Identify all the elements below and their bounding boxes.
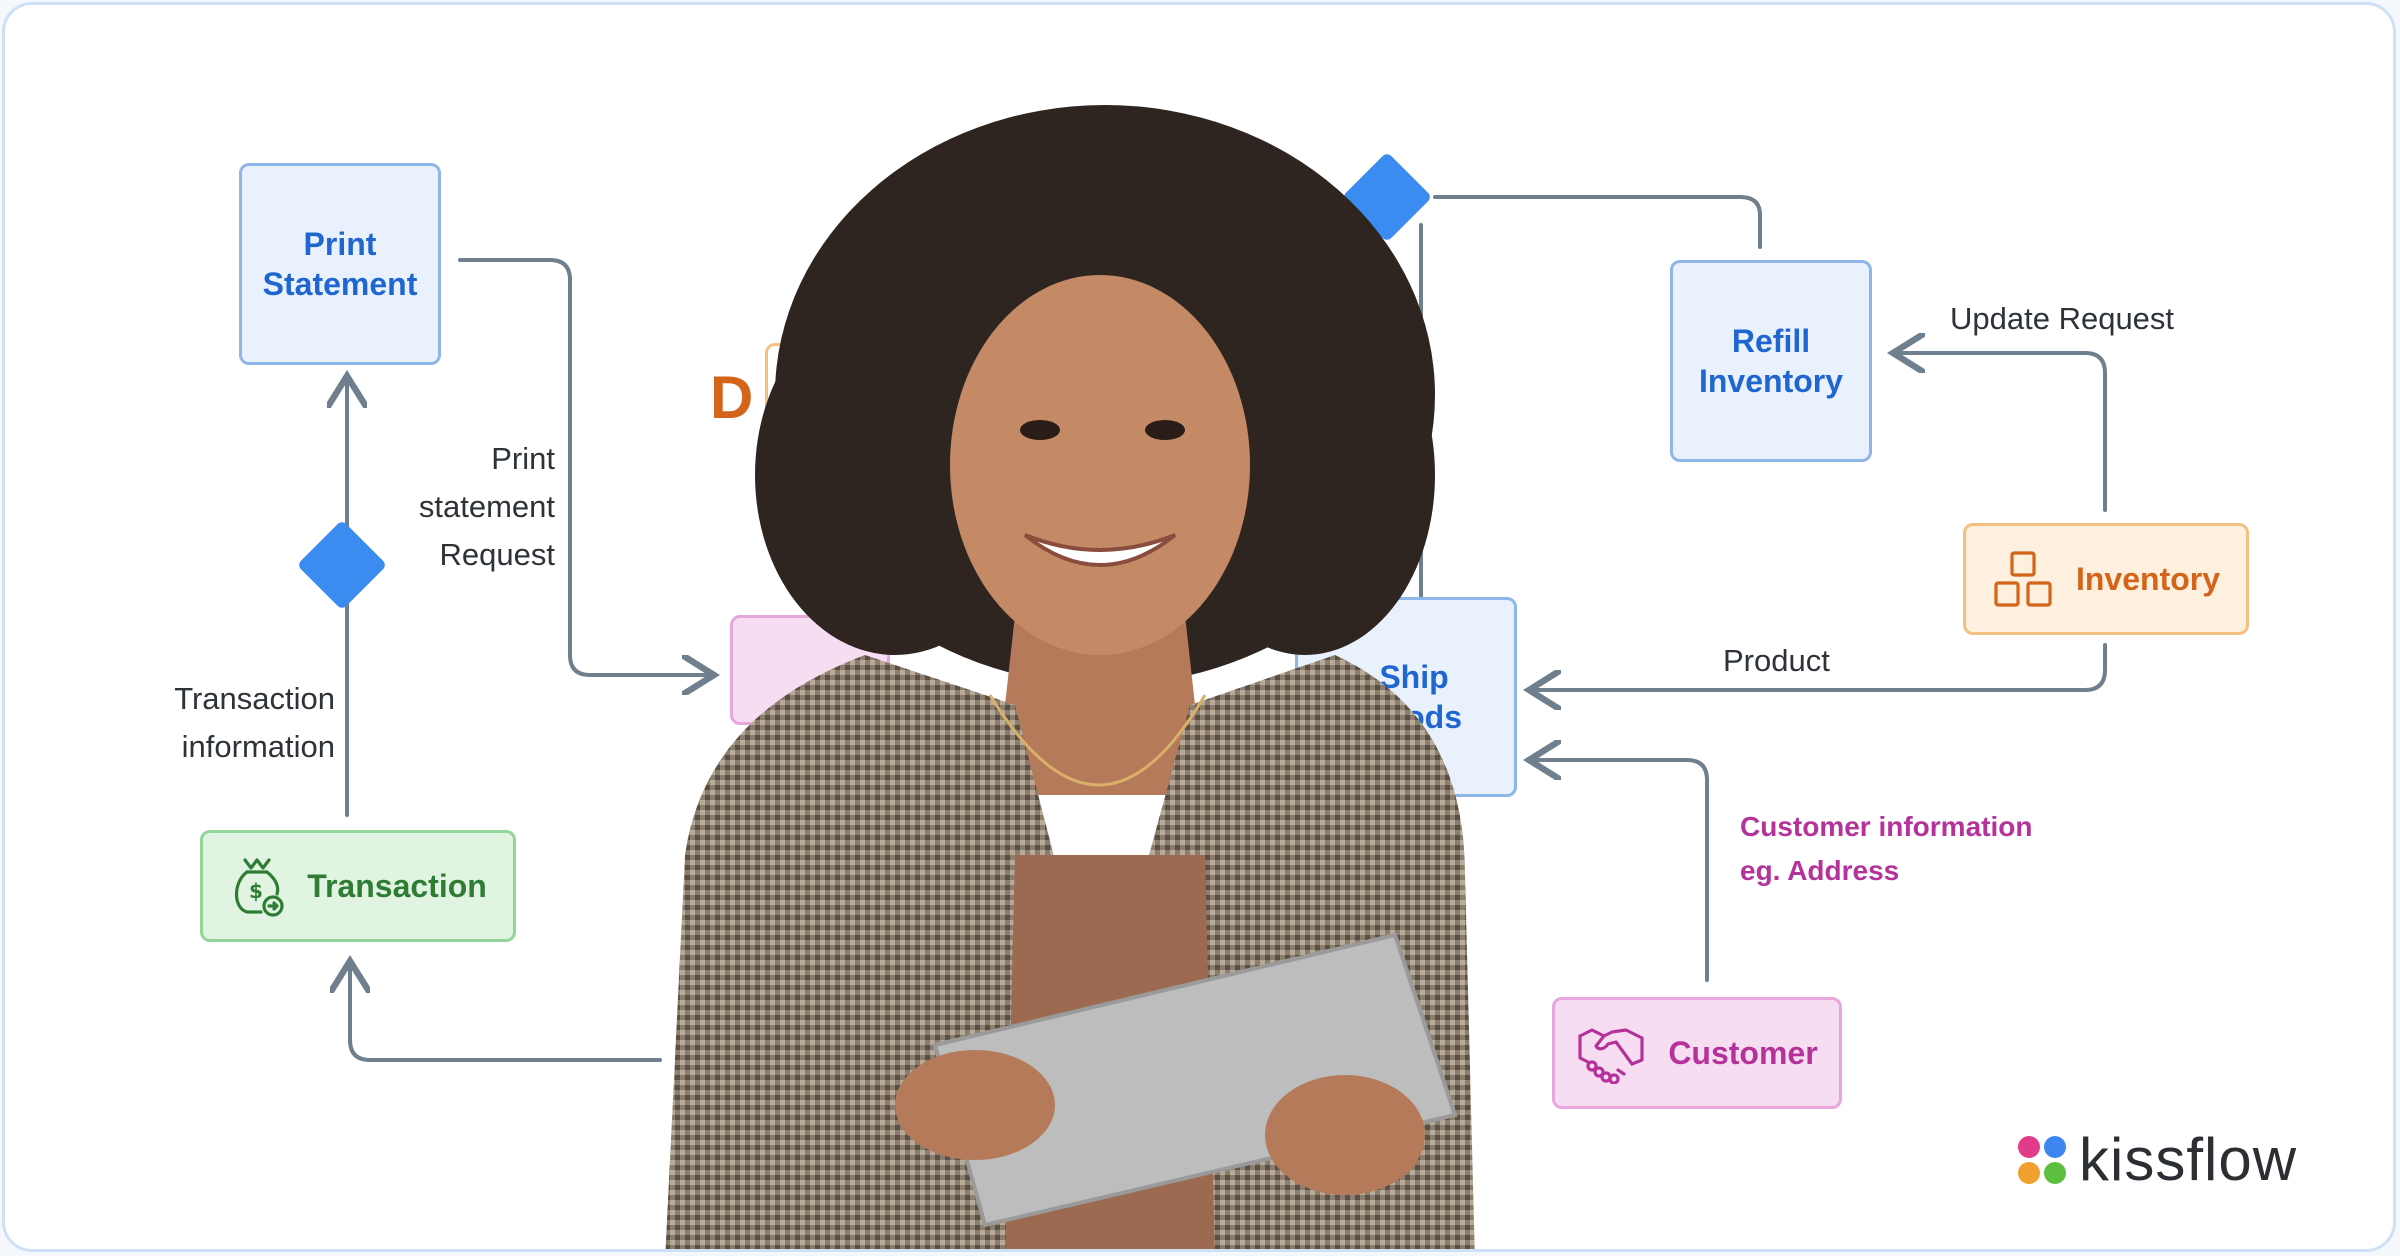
- node-refill-inventory-label: Refill Inventory: [1698, 323, 1844, 399]
- node-transaction[interactable]: $ Transaction: [200, 830, 516, 942]
- node-transaction-label: Transaction: [307, 868, 487, 904]
- node-inventory-label: Inventory: [2075, 561, 2221, 597]
- label-customer-info-line-1: Customer information: [1740, 811, 2033, 842]
- label-customer-info: Customer information eg. Address: [1740, 805, 2032, 893]
- edge-update-request: [1897, 353, 2107, 512]
- edge-product: [1533, 643, 2107, 690]
- edge-refill-to-diamond: [1433, 195, 1762, 249]
- label-print-request-line-2: statement: [418, 489, 555, 524]
- label-print-request-line-1: Print: [491, 441, 555, 476]
- node-customer[interactable]: Customer: [1552, 997, 1842, 1109]
- label-print-request: Print statement Request: [365, 435, 555, 579]
- money-bag-icon: $: [229, 854, 285, 918]
- kissflow-logo: kissflow: [2015, 1125, 2297, 1194]
- kissflow-logo-icon: [2018, 1135, 2066, 1184]
- label-print-request-line-3: Request: [439, 537, 555, 572]
- node-print-statement-label: Print Statement: [262, 226, 418, 302]
- partial-d-label: D: [710, 364, 754, 431]
- node-inventory[interactable]: Inventory: [1963, 523, 2249, 635]
- brand-name: kissflow: [2079, 1126, 2298, 1193]
- label-customer-info-line-2: eg. Address: [1740, 855, 1900, 886]
- label-transaction-info: Transaction information: [135, 675, 335, 771]
- connector-lines: [5, 195, 2107, 1062]
- handshake-icon: [1576, 1022, 1646, 1084]
- node-customer-label: Customer: [1668, 1035, 1818, 1071]
- label-update-request: Update Request: [1950, 301, 2175, 336]
- label-product: Product: [1723, 643, 1830, 678]
- label-transaction-info-line-2: information: [181, 729, 335, 764]
- boxes-icon: [1992, 549, 2054, 609]
- label-transaction-info-line-1: Transaction: [174, 681, 335, 716]
- svg-text:$: $: [249, 879, 263, 903]
- edge-bottom-to-transaction: [350, 965, 662, 1062]
- node-print-statement[interactable]: Print Statement: [239, 163, 441, 365]
- edge-customer-info: [1533, 760, 1709, 982]
- edge-print-request: [458, 258, 710, 675]
- node-refill-inventory[interactable]: Refill Inventory: [1670, 260, 1872, 462]
- person-with-tablet-image: [665, 105, 1475, 1249]
